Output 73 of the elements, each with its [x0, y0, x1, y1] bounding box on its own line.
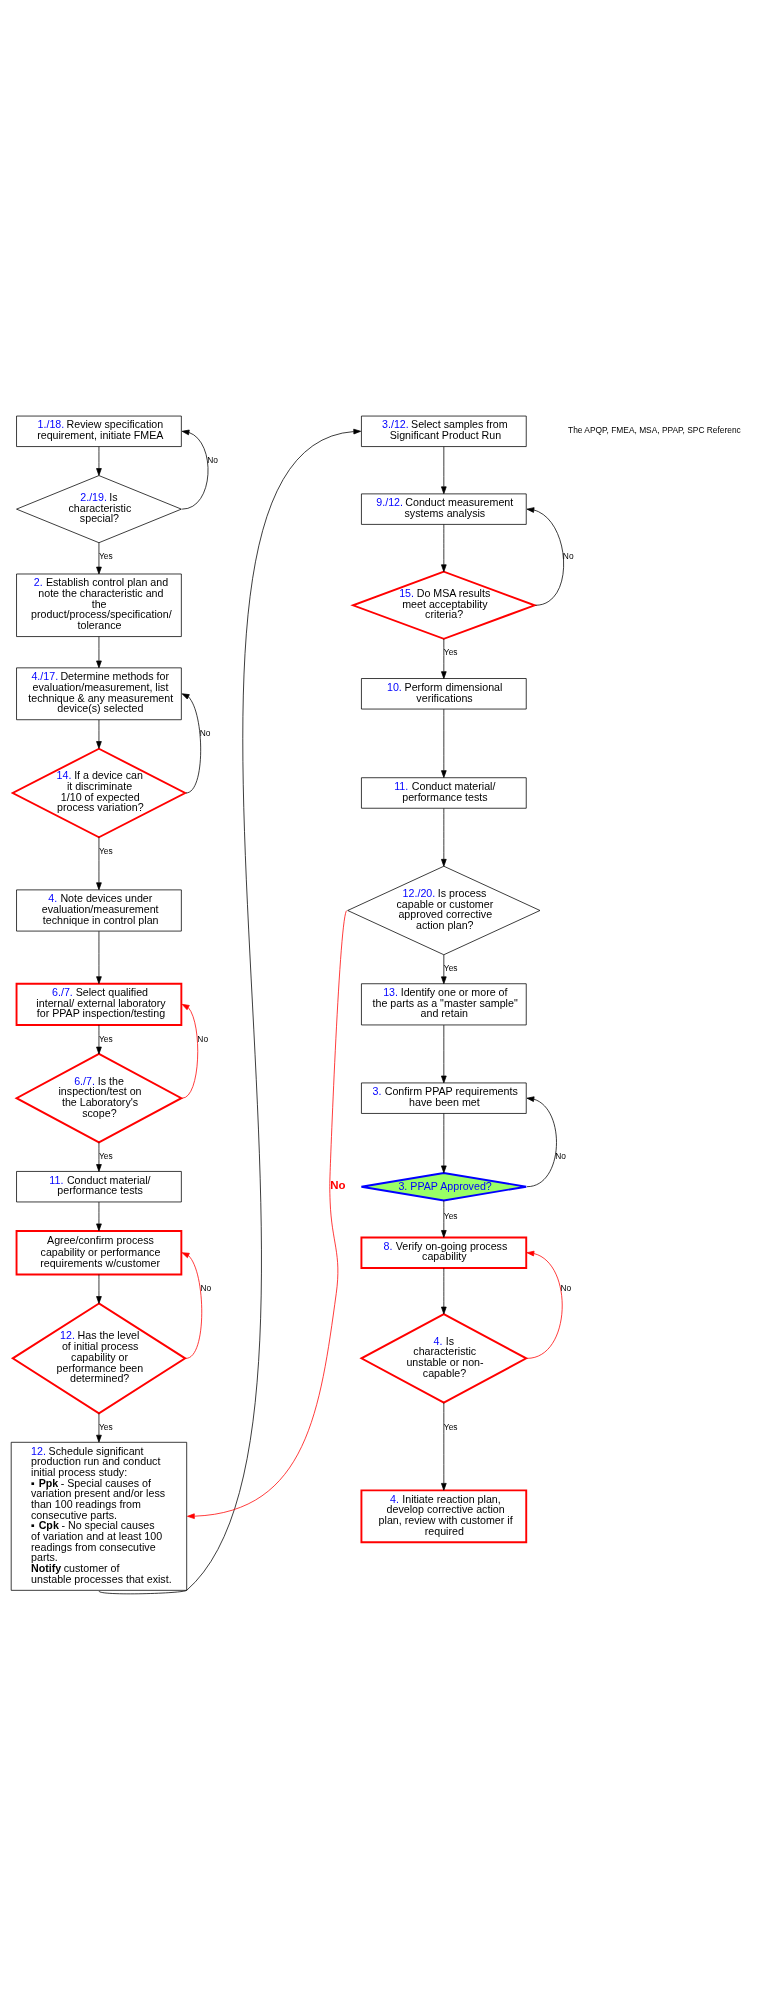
node-box: 9./12. Conduct measurement systems analysis	[361, 493, 527, 525]
node-diamond: 15. Do MSA results meet acceptability criteria?	[350, 570, 538, 640]
node-box: 1./18. Review specification requirement, initiate FMEA	[16, 415, 182, 447]
arrow	[96, 636, 102, 669]
edge-label: Yes	[98, 1033, 113, 1044]
arrow	[441, 708, 447, 778]
node-diamond: 3. PPAP Approved?	[360, 1172, 528, 1202]
node-box: 11. Conduct material/ performance tests	[16, 1171, 182, 1203]
arrow	[181, 429, 209, 510]
arrow	[96, 1142, 102, 1172]
arrow	[96, 1024, 102, 1055]
node-diamond: 4. Is characteristic unstable or non-capable?	[359, 1313, 529, 1404]
arrow	[96, 719, 102, 749]
node-diamond: 14. If a device can it discriminate 1/10 of expected process variation?	[10, 747, 188, 839]
arrow	[96, 542, 102, 575]
node-box: 10. Perform dimensional verifications	[361, 678, 527, 710]
arrow	[96, 1413, 102, 1443]
node-box: 12. Schedule significant production run and conduct initial process study: ▪ Ppk - Special causes of variation present and/or less than 100 readings from consecutive parts. ▪ Cpk - No special causes of variation and at least 100 readings from consecutive parts. Notify customer of unstable processes that exist.	[10, 1441, 188, 1591]
arrow	[526, 1250, 563, 1359]
arrow	[96, 930, 102, 984]
arrow	[441, 954, 447, 985]
arrow	[526, 1096, 557, 1188]
edge-label: Yes	[443, 1210, 458, 1221]
node-box: 2. Establish control plan and note the characteristic and the product/process/specification/ tolerance	[16, 573, 182, 637]
arrow	[441, 638, 447, 679]
node-box: 4. Initiate reaction plan, develop corrective action plan, review with customer if required	[360, 1489, 528, 1544]
arrow	[441, 1267, 447, 1315]
node-diamond: 2./19. Is characteristic special?	[16, 475, 182, 544]
edge-label: No	[330, 1178, 346, 1191]
arrow	[181, 693, 202, 794]
node-box: 6./7. Select qualified internal/ external laboratory for PPAP inspection/testing	[15, 982, 183, 1026]
edge-label: No	[560, 1283, 572, 1294]
edge-label: No	[200, 1283, 212, 1294]
arrow	[441, 1113, 447, 1174]
node-box: Agree/confirm process capability or performance requirements w/customer	[15, 1230, 183, 1276]
edge-label: No	[207, 455, 219, 466]
arrow	[441, 1402, 447, 1491]
edge-label: Yes	[98, 551, 113, 562]
edge-label: Yes	[98, 1421, 113, 1432]
arrow	[526, 507, 564, 606]
arrow	[441, 524, 447, 573]
arrow	[441, 446, 447, 495]
arrow	[441, 1200, 447, 1238]
node-box: 8. Verify on-going process capability	[360, 1236, 528, 1269]
node-box: 11. Conduct material/ performance tests	[361, 777, 527, 809]
edge-label: Yes	[443, 647, 458, 658]
node-box: 4. Note devices under evaluation/measurement technique in control plan	[16, 889, 182, 932]
arrow	[187, 910, 348, 1519]
edge-label: Yes	[443, 963, 458, 974]
edge-label: Yes	[98, 845, 113, 856]
edge-label: Yes	[443, 1421, 458, 1432]
node-box: 13. Identify one or more of the parts as a "master sample" and retain	[361, 983, 527, 1026]
label: The APQP, FMEA, MSA, PPAP, SPC Referenc	[568, 425, 741, 436]
edge-label: No	[555, 1151, 566, 1162]
arrow	[96, 1274, 102, 1304]
node-box: 3. Confirm PPAP requirements have been met	[361, 1082, 527, 1114]
arrow	[181, 1003, 199, 1099]
node-box: 4./17. Determine methods for evaluation/measurement, list technique & any measurement device(s) selected	[16, 667, 182, 721]
arrow	[98, 428, 362, 1595]
node-box: 3./12. Select samples from Significant Product Run	[361, 415, 527, 447]
node-diamond: 6./7. Is the inspection/test on the Laboratory's scope?	[14, 1052, 184, 1144]
edge-label: No	[199, 728, 211, 739]
arrow	[96, 1201, 102, 1232]
arrow	[181, 1252, 203, 1359]
node-diamond: 12./20. Is process capable or customer approved corrective action plan?	[347, 865, 541, 956]
arrow	[441, 808, 447, 867]
node-diamond: 12. Has the level of initial process capability or performance been determined?	[10, 1302, 187, 1415]
arrow	[96, 446, 102, 476]
arrow	[96, 836, 102, 891]
edge-label: No	[197, 1033, 209, 1044]
arrow	[441, 1024, 447, 1084]
edge-label: Yes	[98, 1151, 113, 1162]
edge-label: No	[562, 551, 574, 562]
